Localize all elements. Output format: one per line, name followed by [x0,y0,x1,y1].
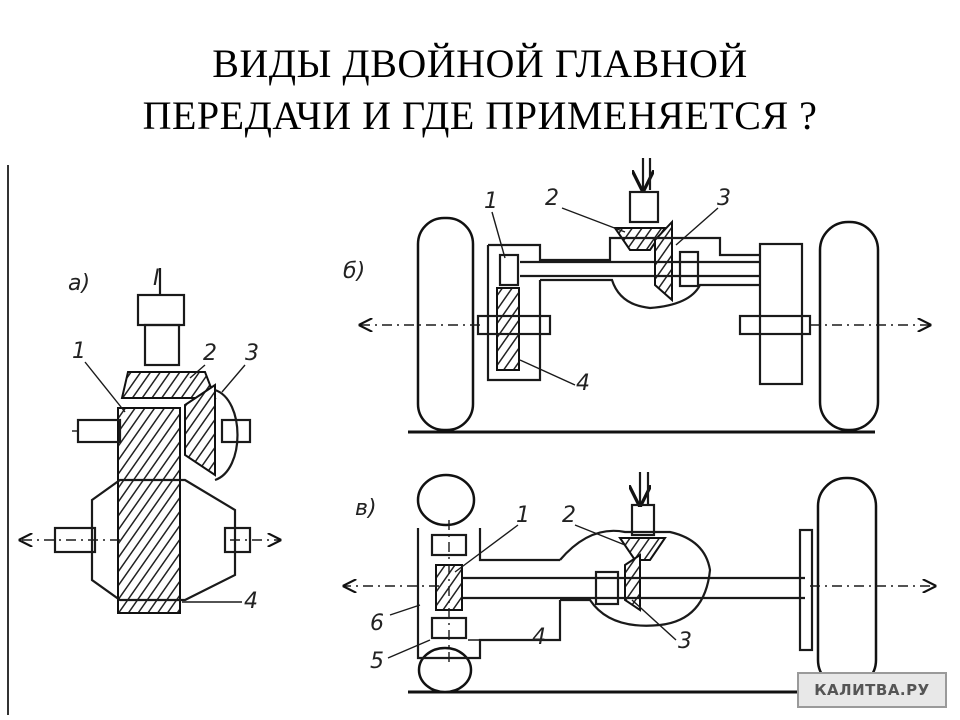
slide-title-line-2: ПЕРЕДАЧИ И ГДЕ ПРИМЕНЯЕТСЯ ? [142,93,818,138]
panel-b-label-1: 1 [484,189,498,214]
panel-b-letter: б) [343,259,365,284]
panel-v-label-2: 2 [562,503,576,528]
panel-a-label-2: 2 [203,341,217,366]
panel-a-letter: а) [68,271,90,296]
slide-title-line-1: ВИДЫ ДВОЙНОЙ ГЛАВНОЙ [212,41,748,86]
panel-v-label-1: 1 [516,503,530,528]
panel-v-label-6: 6 [370,611,384,636]
panel-a-label-3: 3 [245,341,259,366]
panel-b-label-2: 2 [545,186,559,211]
panel-b-drawing: б) 1 2 3 [343,158,930,434]
panel-b-label-4: 4 [576,371,590,396]
panel-v-label-5: 5 [370,649,384,674]
watermark-badge: КАЛИТВА.РУ [797,672,947,708]
panel-v-label-3: 3 [678,629,692,654]
panel-b-label-3: 3 [717,186,731,211]
panel-a-label-top: I [153,266,160,291]
panel-v-letter: в) [355,496,377,521]
panel-v-drawing: в) 1 2 3 [344,472,935,694]
panel-v-label-4: 4 [532,625,546,650]
panel-a-label-4: 4 [244,589,258,614]
slide-title: ВИДЫ ДВОЙНОЙ ГЛАВНОЙ ПЕРЕДАЧИ И ГДЕ ПРИМ… [0,38,960,142]
final-drive-diagram: а) I 1 2 3 4 б) [7,158,960,715]
panel-a-label-1: 1 [72,339,86,364]
panel-a-drawing: а) I 1 2 3 4 [20,266,280,614]
